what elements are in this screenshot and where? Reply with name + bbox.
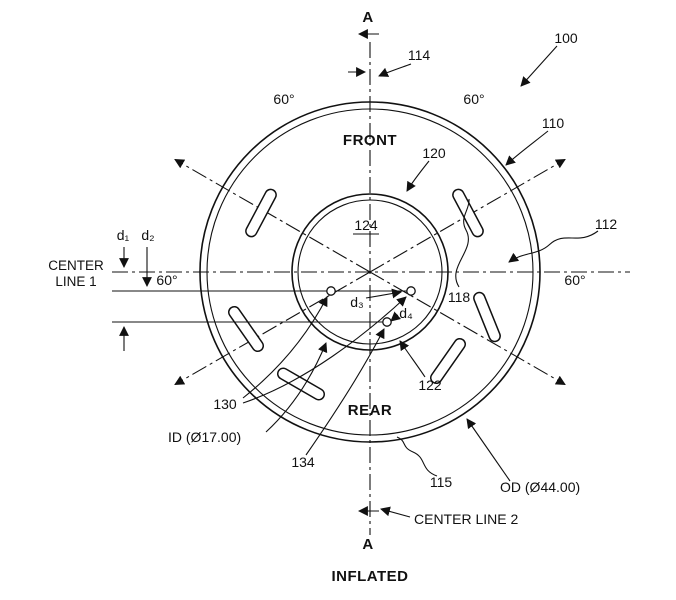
pivot-dot — [406, 286, 416, 296]
pivot-dot — [326, 286, 336, 296]
leader-122 — [399, 340, 426, 378]
leader-center-line-2 — [380, 506, 411, 518]
inflated-label: INFLATED — [331, 568, 408, 585]
ref-label-118: 118 — [448, 289, 471, 305]
section-label-a-top: A — [362, 9, 373, 26]
outer-circle-od — [199, 101, 541, 443]
slot — [429, 337, 467, 385]
pivot-dot — [382, 317, 392, 327]
ref-label-112: 112 — [595, 216, 618, 232]
outer-ring-inner-edge — [206, 108, 534, 436]
ref-label-120: 120 — [422, 145, 446, 161]
angle-label-right: 60° — [564, 272, 585, 288]
ref-label-114: 114 — [408, 47, 431, 63]
ref-label-110: 110 — [542, 115, 565, 131]
leader-115 — [396, 436, 438, 477]
rear-label: REAR — [348, 402, 393, 419]
leader-130-a — [242, 296, 328, 399]
leader-130-b — [242, 296, 407, 404]
inner-circle-id — [291, 193, 449, 351]
angle-label-left: 60° — [156, 272, 177, 288]
dim-label-d1: d₁ — [117, 227, 130, 243]
slot — [227, 305, 265, 353]
slot — [245, 188, 277, 238]
dim-label-d3: d₃ — [350, 294, 364, 310]
od-dimension-label: OD (Ø44.00) — [500, 479, 580, 495]
leader-134 — [305, 328, 385, 456]
leader-d4 — [390, 311, 401, 322]
ref-label-115: 115 — [430, 474, 453, 490]
leader-d3 — [365, 288, 402, 299]
slot — [276, 367, 326, 401]
dim-label-d4: d₄ — [399, 305, 413, 321]
ref-label-122: 122 — [418, 377, 442, 393]
leader-id — [265, 342, 328, 433]
leader-120 — [406, 160, 430, 192]
angle-label-top-left: 60° — [273, 91, 294, 107]
leader-112 — [508, 230, 599, 263]
inner-ring-inner-edge — [297, 199, 443, 345]
slot — [452, 188, 484, 238]
center-line-2-label: CENTER LINE 2 — [414, 511, 518, 527]
leader-100 — [520, 45, 558, 87]
leader-118 — [455, 198, 470, 288]
slot — [473, 291, 501, 343]
center-line-1-label-b: LINE 1 — [55, 274, 96, 289]
diagonal-axis — [174, 271, 371, 385]
center-line-1-label-a: CENTER — [48, 258, 104, 273]
ref-label-124: 124 — [354, 217, 378, 233]
section-label-a-bottom: A — [362, 536, 373, 553]
leader-114 — [378, 63, 412, 77]
angle-label-top-right: 60° — [463, 91, 484, 107]
ref-label-100: 100 — [554, 30, 578, 46]
ref-label-134: 134 — [291, 454, 315, 470]
ref-label-130: 130 — [213, 396, 237, 412]
id-dimension-label: ID (Ø17.00) — [168, 429, 241, 445]
leader-od — [466, 418, 511, 482]
leader-110 — [505, 130, 549, 166]
front-label: FRONT — [343, 132, 397, 149]
dim-label-d2: d₂ — [141, 227, 154, 243]
diagonal-axis — [174, 159, 371, 273]
